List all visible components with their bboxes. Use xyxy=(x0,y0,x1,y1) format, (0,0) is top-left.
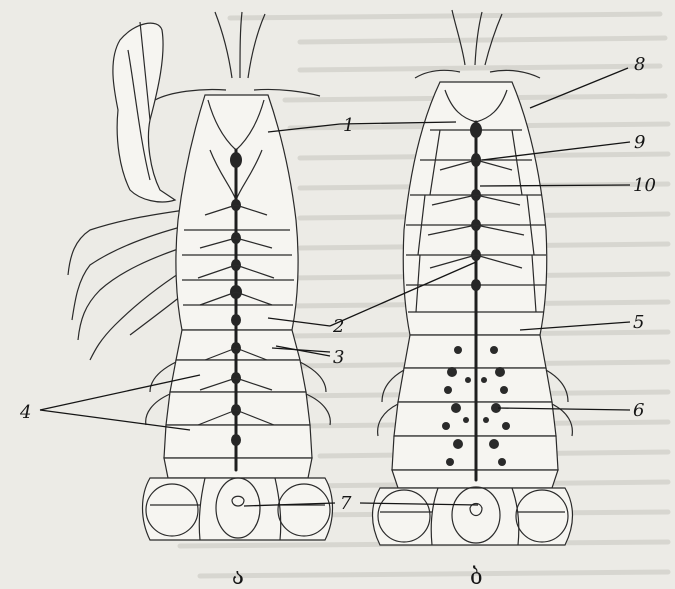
label-5: 5 xyxy=(633,312,644,333)
crayfish-dissection-ventral xyxy=(68,12,333,540)
label-10: 10 xyxy=(633,175,656,196)
caption-right: ბ xyxy=(470,565,483,589)
label-4: 4 xyxy=(19,402,31,423)
label-9: 9 xyxy=(634,132,645,153)
label-8: 8 xyxy=(634,54,645,75)
label-3: 3 xyxy=(333,347,344,368)
label-7: 7 xyxy=(340,493,352,514)
label-2: 2 xyxy=(332,316,344,337)
label-6: 6 xyxy=(633,400,644,421)
label-1: 1 xyxy=(343,115,354,136)
caption-left: ა xyxy=(232,565,244,589)
